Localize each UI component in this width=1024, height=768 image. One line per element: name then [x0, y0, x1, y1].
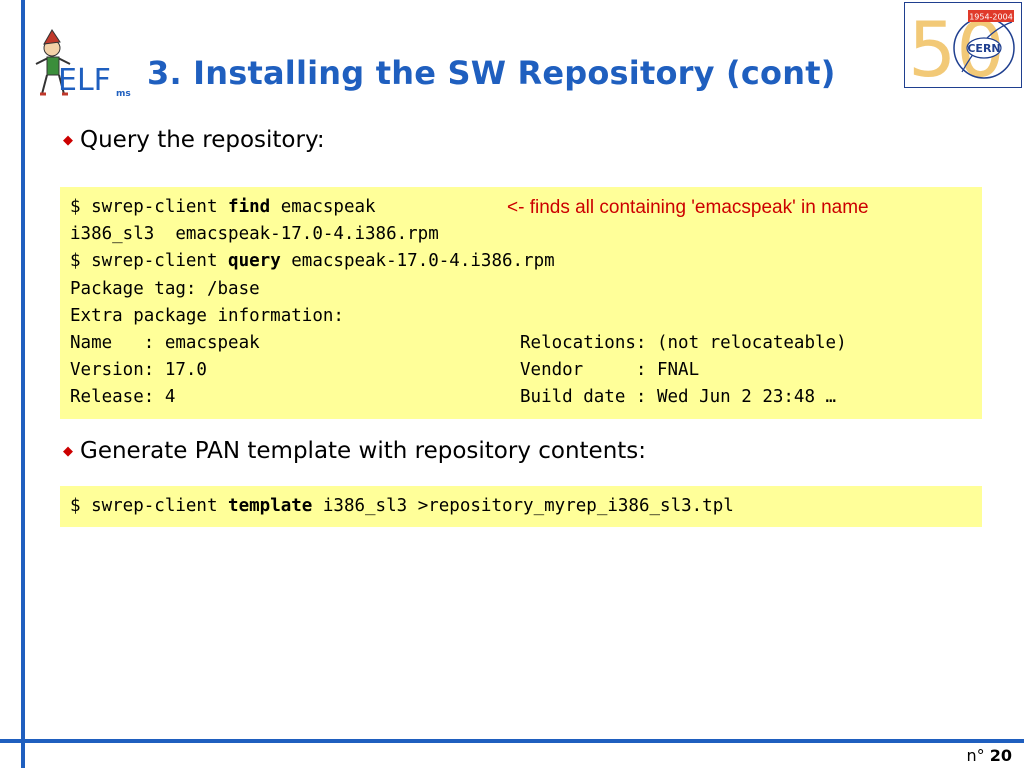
code-line: $ swrep-client query emacspeak-17.0-4.i3… — [70, 248, 972, 275]
code-command-template: template — [228, 496, 313, 516]
cern-logo-text: CERN — [967, 42, 1000, 55]
cern-50-logo: 50 1954-2004 CERN — [904, 2, 1022, 88]
code-line: $ swrep-client template i386_sl3 >reposi… — [70, 493, 972, 520]
slide-title: 3. Installing the SW Repository (cont) — [147, 54, 836, 92]
code-line: Name : emacspeak Relocations: (not reloca… — [70, 330, 972, 357]
code-block-query: $ swrep-client find emacspeak <- finds al… — [60, 187, 982, 419]
page-number: n° 20 — [967, 746, 1013, 765]
code-comment: <- finds all containing 'emacspeak' in n… — [507, 197, 869, 218]
code-text: Version: 17.0 — [70, 360, 207, 381]
code-block-template: $ swrep-client template i386_sl3 >reposi… — [60, 486, 982, 528]
bullet-text: Generate PAN template with repository co… — [80, 438, 647, 464]
code-text: $ swrep-client — [70, 251, 229, 272]
code-text: Relocations: (not relocateable) — [520, 332, 847, 353]
code-text: emacspeak — [270, 197, 376, 217]
code-text: $ swrep-client — [70, 496, 229, 516]
code-line: $ swrep-client find emacspeak <- finds al… — [70, 194, 972, 221]
elf-logo-subtext: ms — [116, 89, 131, 99]
cern-years-label: 1954-2004 — [969, 13, 1013, 22]
code-text: Build date : Wed Jun 2 23:48 … — [520, 387, 837, 408]
code-line: Version: 17.0 Vendor : FNAL — [70, 357, 972, 384]
bullet-diamond-icon: ◆ — [63, 132, 73, 148]
code-line: Extra package information: — [70, 305, 344, 326]
elf-logo-text: ELF — [58, 63, 111, 98]
bottom-border-line — [0, 739, 1024, 743]
page-number-value: 20 — [989, 746, 1012, 765]
code-text: i386_sl3 >repository_myrep_i386_sl3.tpl — [312, 496, 734, 516]
code-command-query: query — [228, 251, 281, 272]
code-command-find: find — [228, 197, 271, 217]
code-line: i386_sl3 emacspeak-17.0-4.i386.rpm — [70, 224, 439, 245]
bullet-text: Query the repository: — [80, 127, 325, 153]
code-text: Vendor : FNAL — [520, 360, 700, 381]
code-text: $ swrep-client — [70, 197, 229, 217]
left-border-line — [21, 0, 25, 768]
bullet-query-repository: ◆ Query the repository: — [63, 127, 325, 153]
code-line: Package tag: /base — [70, 278, 260, 299]
code-line: Release: 4 Build date : Wed Jun 2 23:48 … — [70, 384, 972, 411]
bullet-generate-pan-template: ◆ Generate PAN template with repository … — [63, 438, 646, 464]
code-text: Release: 4 — [70, 387, 176, 408]
bullet-diamond-icon: ◆ — [63, 443, 73, 459]
page-number-prefix: n° — [966, 746, 985, 765]
elf-logo: ELF ms — [35, 29, 131, 99]
code-text: Name : emacspeak — [70, 332, 260, 353]
code-text: emacspeak-17.0-4.i386.rpm — [280, 251, 555, 272]
